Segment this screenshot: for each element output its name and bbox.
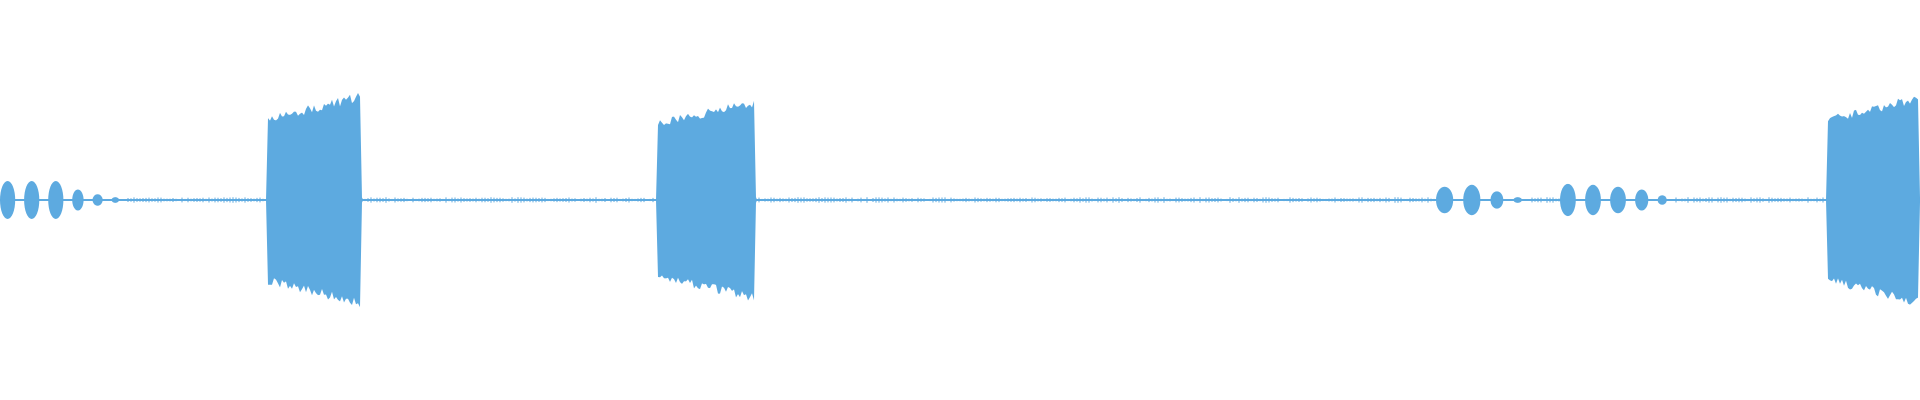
audio-pulse xyxy=(48,181,64,219)
audio-pulse xyxy=(1463,184,1481,216)
audio-pulse xyxy=(1436,186,1454,214)
audio-burst xyxy=(656,100,756,301)
audio-pulse xyxy=(1560,183,1576,217)
audio-pulse xyxy=(1585,184,1601,216)
silence-segment xyxy=(1675,197,1824,203)
waveform-segments xyxy=(0,93,1920,308)
audio-burst xyxy=(1826,96,1920,305)
silence-segment xyxy=(127,197,264,203)
audio-burst xyxy=(266,93,362,308)
audio-pulse xyxy=(0,181,16,219)
audio-pulse xyxy=(111,197,120,203)
silence-segment xyxy=(361,197,654,203)
audio-pulse xyxy=(1635,189,1649,211)
silence-segment xyxy=(1531,197,1560,203)
audio-pulse xyxy=(1490,191,1504,209)
audio-pulse xyxy=(72,189,84,211)
audio-pulse xyxy=(1513,197,1522,203)
audio-pulse xyxy=(92,194,103,206)
silence-segment xyxy=(755,197,1435,203)
audio-pulse xyxy=(1610,186,1626,214)
audio-pulse xyxy=(24,181,40,219)
audio-pulse xyxy=(1657,195,1667,205)
